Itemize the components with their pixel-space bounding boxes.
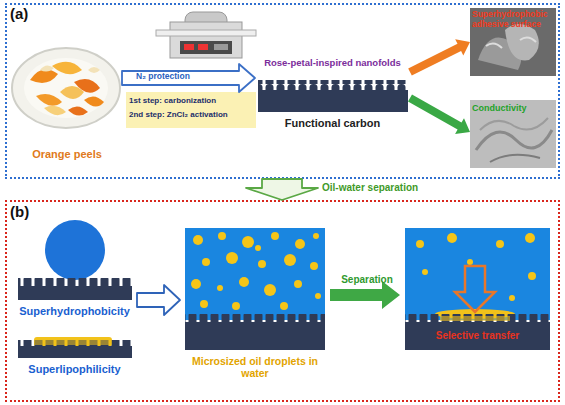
node-text: 1st step: carbonization: [129, 96, 255, 105]
result-box: Selective transfer: [400, 225, 555, 355]
node-text: Microsized oil droplets in water: [180, 355, 330, 379]
tube-furnace: [156, 12, 256, 58]
node-text: 2nd step: ZnCl₂ activation: [129, 110, 255, 119]
lipophilic-surface: [18, 337, 132, 358]
block-arrow: [330, 281, 400, 309]
edge-label: Separation: [332, 274, 402, 286]
node-text: Conductivity: [472, 103, 554, 113]
block-arrow: [408, 39, 470, 75]
node-text: Selective transfer: [405, 330, 550, 342]
hydrophobic-surface: [18, 220, 132, 300]
node-text: (b): [10, 203, 50, 220]
surface-box: Superhydrophobicity: [12, 215, 137, 323]
panel: (b) SuperhydrophobicitySuperlipophilicity…: [5, 200, 560, 402]
node-text: Superhydrophobic adhesive surface: [472, 10, 554, 30]
carbon-surface: [258, 80, 408, 112]
image-box: Conductivity: [470, 100, 556, 168]
node-text: Functional carbon: [255, 117, 410, 130]
image-box: Superhydrophobic adhesive surface: [470, 8, 556, 76]
block-arrow: [137, 285, 180, 315]
emulsion-box: Microsized oil droplets in water: [180, 225, 330, 390]
orange-peels-photo: [12, 48, 120, 128]
node-text: (a): [10, 5, 50, 22]
sem-image: [470, 8, 556, 76]
block-arrow: [246, 179, 318, 200]
node-text: Rose-petal-inspired nanofolds: [255, 58, 410, 69]
surface-box: Superlipophilicity: [12, 332, 137, 382]
block-arrow: [122, 64, 255, 92]
node-text: Superlipophilicity: [12, 363, 137, 376]
tem-image: [470, 100, 556, 168]
separation-result: [405, 228, 550, 350]
process-box: 1st step: carbonization 2nd step: ZnCl₂ a…: [126, 92, 256, 128]
photo-box: Orange peels: [12, 30, 122, 165]
emulsion: [185, 228, 325, 350]
material-box: Rose-petal-inspired nanofoldsFunctional …: [255, 52, 410, 134]
edge-label: Oil-water separation: [322, 182, 452, 194]
node-text: Superhydrophobicity: [12, 305, 137, 318]
edge-label: N₂ protection: [136, 72, 226, 82]
node-text: Orange peels: [12, 148, 122, 161]
panel: (a) Orange peels 1st step: carbonization 2n…: [5, 3, 560, 179]
block-arrow: [408, 95, 470, 134]
